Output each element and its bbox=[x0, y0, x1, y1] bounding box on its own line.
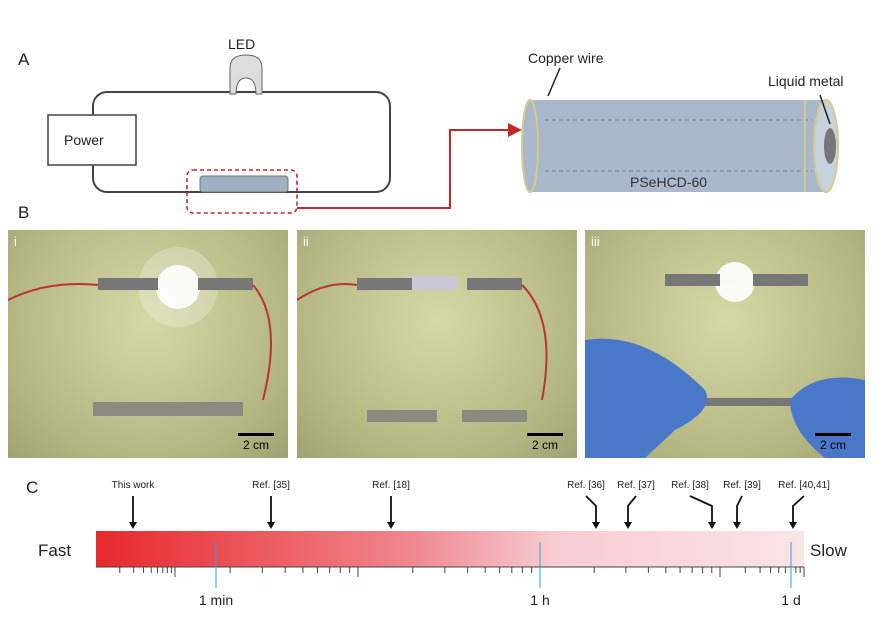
scale-bar: 2 cm bbox=[527, 433, 563, 452]
ref-arrow bbox=[627, 495, 637, 524]
ref-arrowhead bbox=[789, 522, 797, 529]
panel-a-label: A bbox=[18, 50, 30, 69]
ref-arrow bbox=[736, 495, 743, 524]
led-label: LED bbox=[228, 36, 256, 52]
photo-label: ii bbox=[303, 234, 309, 249]
time-mark-label: 1 min bbox=[198, 592, 234, 608]
big-cylinder bbox=[530, 100, 826, 192]
power-label: Power bbox=[64, 132, 104, 148]
ref-arrow bbox=[689, 495, 713, 524]
panel-c-label: C bbox=[26, 478, 39, 497]
panel-b-label: B bbox=[18, 203, 30, 222]
ref-label: This work bbox=[111, 480, 155, 491]
ref-arrowhead bbox=[592, 522, 600, 529]
material-label: PSeHCD-60 bbox=[630, 174, 708, 190]
ref-label: Ref. [40,41] bbox=[778, 480, 830, 491]
red-arrow bbox=[297, 129, 512, 209]
ref-arrow bbox=[792, 495, 805, 524]
ref-arrowhead bbox=[708, 522, 716, 529]
ref-label: Ref. [39] bbox=[723, 480, 761, 491]
time-mark-label: 1 d bbox=[781, 592, 801, 608]
photo-label: i bbox=[14, 234, 17, 249]
fast-label: Fast bbox=[38, 541, 72, 560]
photo-i: i 2 cm bbox=[8, 230, 288, 458]
scale-bar: 2 cm bbox=[238, 433, 274, 452]
ref-arrowhead bbox=[129, 522, 137, 529]
ref-arrowhead bbox=[624, 522, 632, 529]
arrowhead bbox=[508, 123, 522, 137]
scale-bar: 2 cm bbox=[815, 433, 851, 452]
led-icon bbox=[229, 54, 263, 95]
ref-label: Ref. [38] bbox=[671, 480, 709, 491]
photo-iii: iii 2 cm bbox=[585, 230, 865, 458]
ref-arrowhead bbox=[267, 522, 275, 529]
ref-label: Ref. [35] bbox=[252, 480, 290, 491]
slow-label: Slow bbox=[810, 541, 847, 560]
ref-label: Ref. [37] bbox=[617, 480, 655, 491]
circuit-diagram bbox=[47, 54, 839, 214]
liquid-metal-label: Liquid metal bbox=[768, 73, 844, 89]
highlight-box bbox=[186, 169, 298, 214]
copper-wire-label: Copper wire bbox=[528, 50, 604, 66]
small-cylinder bbox=[199, 175, 289, 193]
ref-label: Ref. [36] bbox=[567, 480, 605, 491]
timeline-axis bbox=[96, 495, 805, 588]
ref-label: Ref. [18] bbox=[372, 480, 410, 491]
time-mark-label: 1 h bbox=[530, 592, 550, 608]
photo-label: iii bbox=[591, 234, 600, 249]
speed-gradient-bar bbox=[96, 531, 804, 567]
ref-arrow bbox=[585, 495, 597, 524]
power-box bbox=[47, 114, 137, 166]
photo-ii: ii 2 cm bbox=[297, 230, 577, 458]
ref-arrowhead bbox=[387, 522, 395, 529]
ref-arrowhead bbox=[733, 522, 741, 529]
